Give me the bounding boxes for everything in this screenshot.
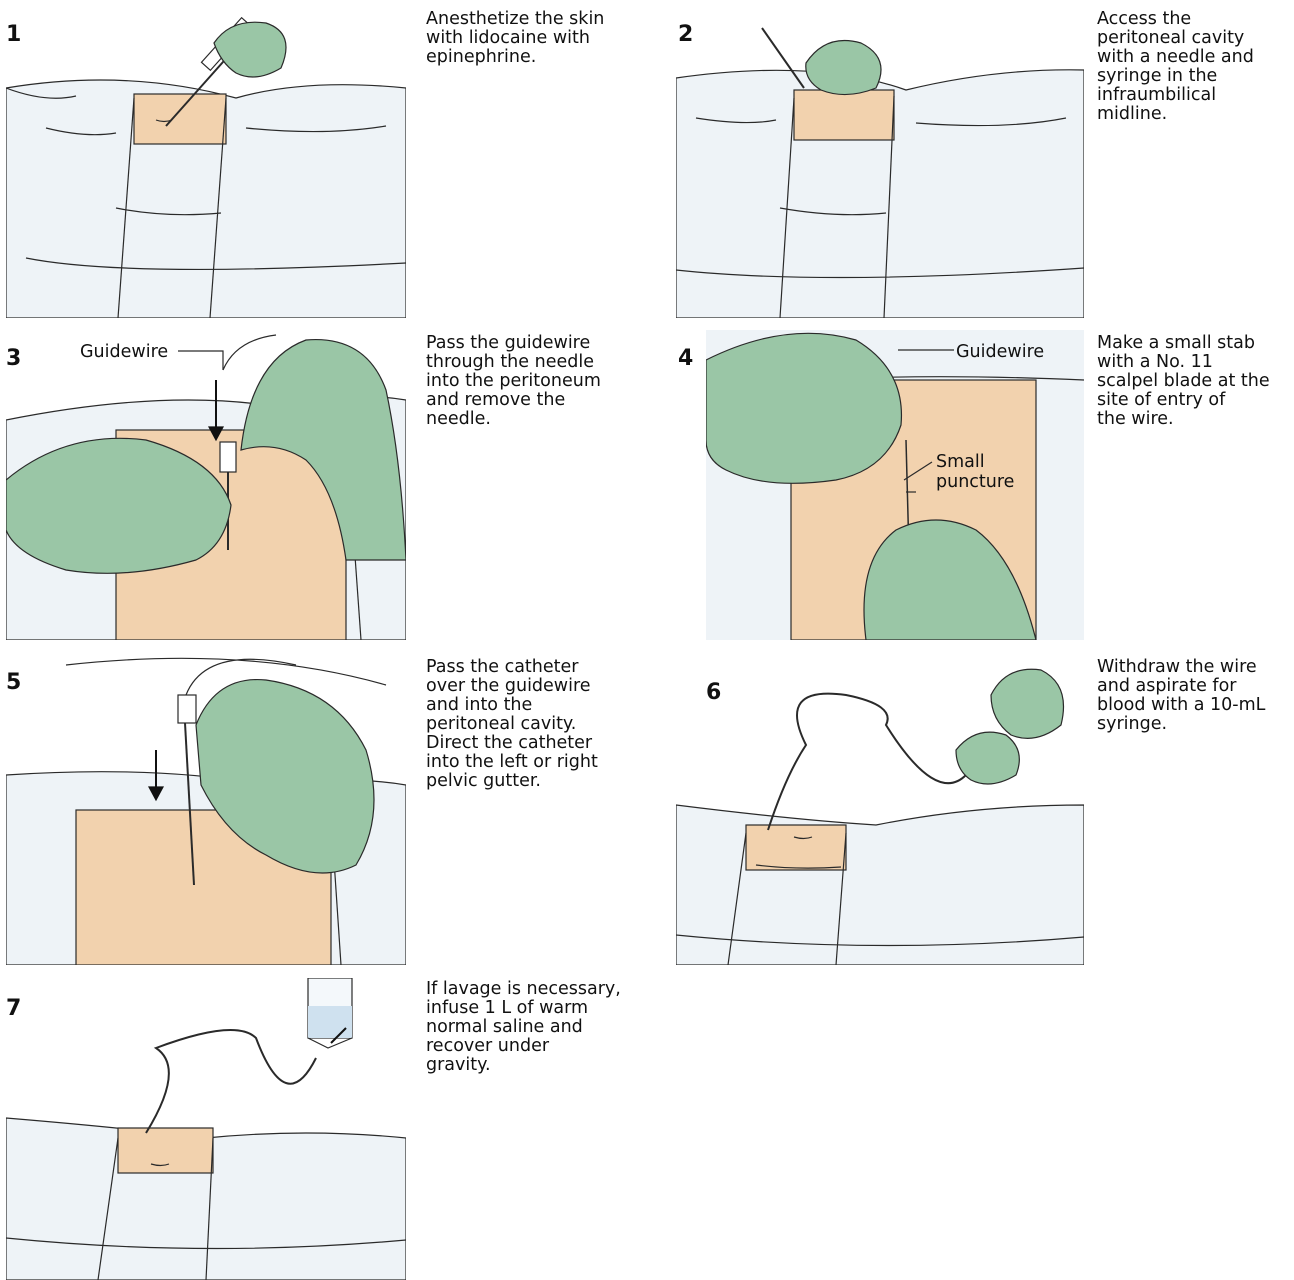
- step-caption: Make a small stab with a No. 11 scalpel …: [1097, 334, 1292, 429]
- step-3-illustration: [6, 330, 406, 640]
- step-6-illustration: [676, 655, 1084, 965]
- guidewire-label: Guidewire: [956, 342, 1044, 362]
- step-4-illustration: [706, 330, 1084, 640]
- step-number: 4: [678, 346, 693, 371]
- step-caption: Access the peritoneal cavity with a need…: [1097, 10, 1292, 124]
- step-1-illustration: [6, 8, 406, 318]
- step-7-illustration: [6, 978, 406, 1280]
- step-caption: Withdraw the wire and aspirate for blood…: [1097, 658, 1292, 734]
- step-caption: Pass the guidewire through the needle in…: [426, 334, 646, 429]
- small-puncture-label: Small puncture: [936, 452, 1014, 492]
- step-caption: Pass the catheter over the guidewire and…: [426, 658, 646, 791]
- step-caption: If lavage is necessary, infuse 1 L of wa…: [426, 980, 646, 1075]
- step-caption: Anesthetize the skin with lidocaine with…: [426, 10, 646, 67]
- step-2-illustration: [676, 8, 1084, 318]
- step-5-illustration: [6, 655, 406, 965]
